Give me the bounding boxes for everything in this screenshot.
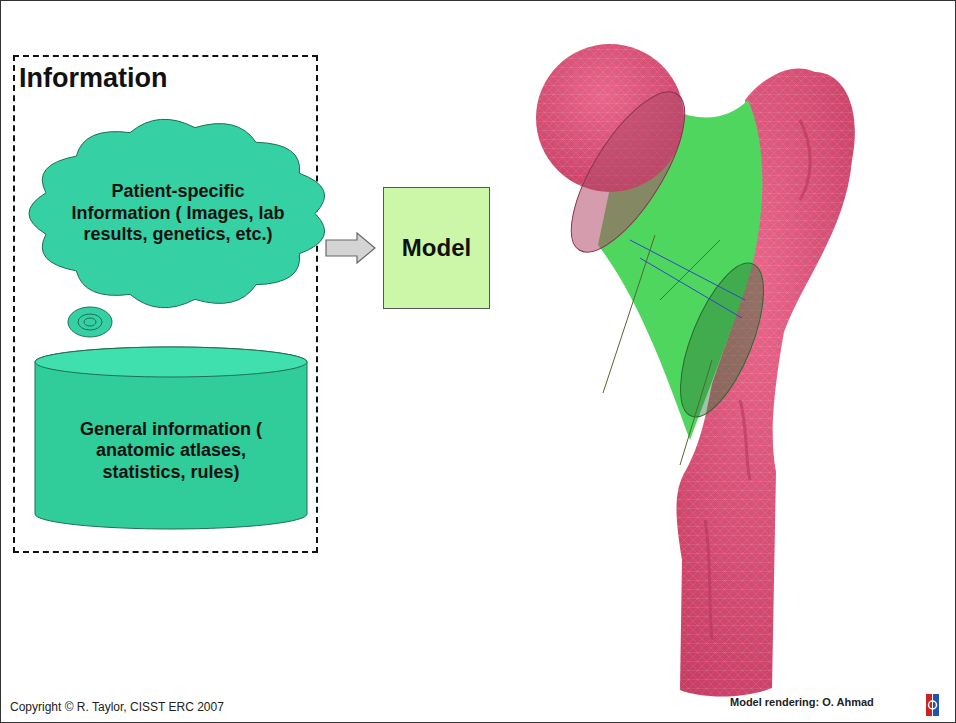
axis-line: [603, 235, 655, 393]
axis-line: [660, 240, 720, 300]
surface-shading: [705, 120, 810, 640]
group-heading: Information: [19, 63, 168, 94]
cylinder-top: [35, 347, 307, 377]
box-label: Model: [402, 234, 471, 262]
information-group: InformationPatient-specific Information …: [13, 55, 318, 553]
copyright-note: Copyright © R. Taylor, CISST ERC 2007: [10, 700, 224, 714]
thought-bubble: [68, 307, 112, 337]
head-cut-plane: [550, 76, 705, 268]
text-area: General information ( anatomic atlases, …: [49, 385, 293, 517]
credit-note: Model rendering: O. Ahmad: [730, 696, 874, 708]
node-label: General information ( anatomic atlases, …: [59, 419, 284, 484]
logo-icon: [926, 694, 939, 716]
femur-model: [536, 44, 855, 697]
node-label: Patient-specific Information ( Images, l…: [71, 181, 286, 246]
cylinder-body: [35, 347, 307, 529]
cloud-node: Patient-specific Information ( Images, l…: [32, 119, 325, 344]
cloud-body: [29, 119, 325, 307]
text-area: Model: [384, 188, 489, 308]
database-cylinder: General information ( anatomic atlases, …: [35, 347, 307, 529]
process-box: Model: [383, 187, 490, 309]
bubble-ring: [84, 318, 96, 326]
text-area: Patient-specific Information ( Images, l…: [62, 141, 294, 286]
axis-line: [630, 240, 745, 300]
axis-line: [680, 360, 712, 465]
axis-line: [640, 258, 742, 318]
bubble-ring: [78, 314, 102, 330]
block-arrow: [326, 233, 375, 263]
